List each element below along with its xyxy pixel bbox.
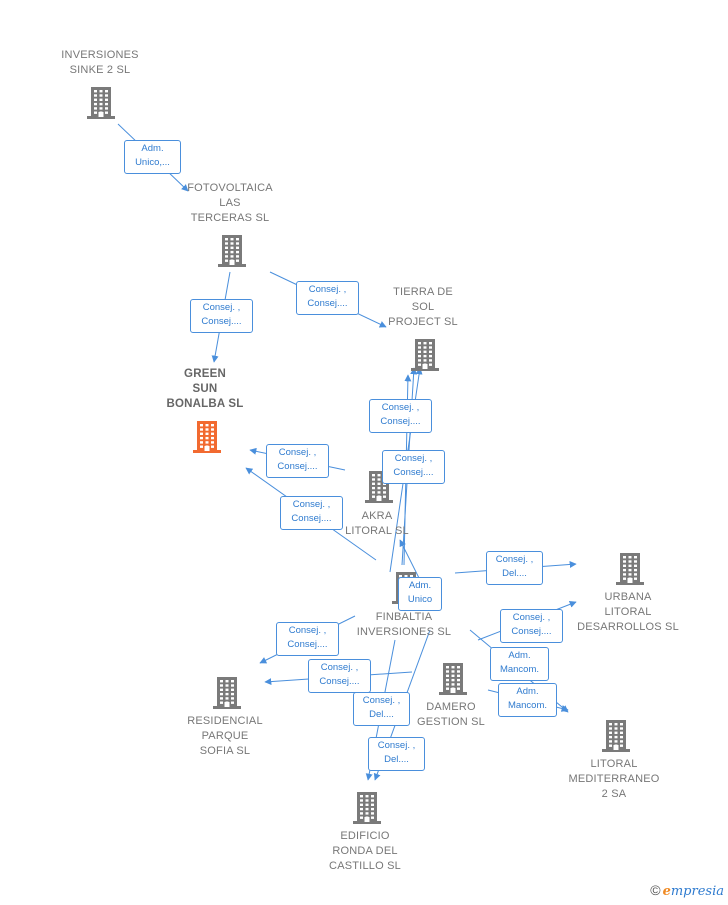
relation-label[interactable]: Consej. , Consej.... (296, 281, 359, 315)
building-icon (210, 673, 244, 709)
relation-label[interactable]: Consej. , Consej.... (500, 609, 563, 643)
relation-label[interactable]: Consej. , Consej.... (276, 622, 339, 656)
relation-label[interactable]: Adm. Mancom. (490, 647, 549, 681)
company-label: INVERSIONES SINKE 2 SL (61, 49, 139, 76)
relation-label[interactable]: Consej. , Consej.... (190, 299, 253, 333)
company-label: GREEN SUN BONALBA SL (166, 368, 244, 410)
company-label: FINBALTIA INVERSIONES SL (356, 611, 452, 638)
relation-label[interactable]: Consej. , Consej.... (266, 444, 329, 478)
relation-label[interactable]: Consej. , Consej.... (308, 659, 371, 693)
relation-label[interactable]: Consej. , Consej.... (369, 399, 432, 433)
building-icon-focus (190, 417, 224, 453)
company-label: LITORAL MEDITERRANEO 2 SA (568, 758, 660, 800)
relation-label[interactable]: Consej. , Del.... (368, 737, 425, 771)
company-label: DAMERO GESTION SL (416, 701, 486, 728)
empresia-watermark: ©empresia (650, 882, 724, 899)
relation-label[interactable]: Consej. , Del.... (486, 551, 543, 585)
company-label: AKRA LITORAL SL (345, 510, 409, 537)
relation-label[interactable]: Consej. , Consej.... (382, 450, 445, 484)
building-icon (350, 788, 384, 824)
company-label: TIERRA DE SOL PROJECT SL (388, 286, 458, 328)
building-icon (408, 335, 442, 371)
relation-label[interactable]: Adm. Mancom. (498, 683, 557, 717)
relation-label[interactable]: Consej. , Del.... (353, 692, 410, 726)
company-label: EDIFICIO RONDA DEL CASTILLO SL (329, 830, 401, 872)
relation-label[interactable]: Consej. , Consej.... (280, 496, 343, 530)
building-icon (436, 659, 470, 695)
brand-name: mpresia (670, 884, 724, 899)
building-icon (84, 83, 118, 119)
company-label: RESIDENCIAL PARQUE SOFIA SL (187, 715, 263, 757)
relation-label[interactable]: Adm. Unico (398, 577, 442, 611)
building-icon (613, 549, 647, 585)
building-icon (599, 716, 633, 752)
building-icon (215, 231, 249, 267)
company-label: FOTOVOLTAICA LAS TERCERAS SL (187, 182, 273, 224)
brand-initial: e (662, 884, 671, 899)
relation-label[interactable]: Adm. Unico,... (124, 140, 181, 174)
company-label: URBANA LITORAL DESARROLLOS SL (577, 591, 679, 633)
copyright-symbol: © (650, 882, 661, 898)
